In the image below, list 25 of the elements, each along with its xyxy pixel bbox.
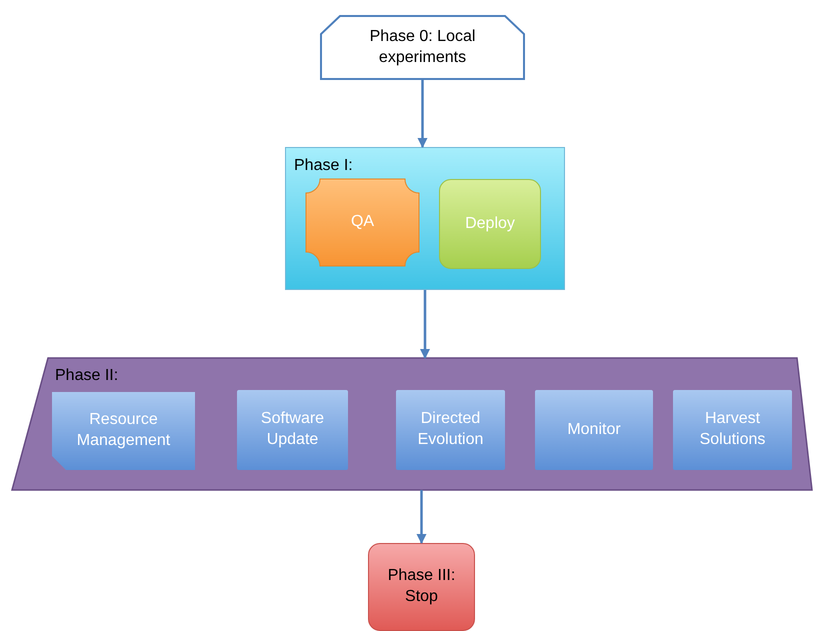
- process-box: [396, 390, 505, 470]
- process-box: [439, 179, 541, 269]
- node-label: QA: [350, 212, 374, 232]
- node-label: Directed Evolution: [416, 409, 484, 450]
- node-label: Deploy: [465, 214, 515, 234]
- node-label: Software Update: [260, 409, 326, 450]
- process-box: [306, 179, 419, 266]
- process-box: [237, 390, 348, 470]
- arrow: [418, 80, 428, 148]
- arrow: [416, 490, 426, 544]
- node-label: Monitor: [567, 420, 621, 440]
- arrow: [420, 290, 430, 359]
- process-box: [52, 392, 195, 470]
- phase-panel: [12, 358, 812, 490]
- start-box: [320, 15, 525, 80]
- node-label: Phase III: Stop: [386, 566, 456, 607]
- node-label: Harvest Solutions: [698, 409, 766, 450]
- phase-heading: Phase I:: [294, 156, 353, 176]
- process-box: [535, 390, 653, 470]
- process-box: [673, 390, 792, 470]
- node-label: Phase 0: Local experiments: [368, 26, 476, 68]
- node-label: Resource Management: [76, 410, 172, 451]
- phase-panel: [285, 147, 565, 290]
- phase-heading: Phase II:: [55, 366, 118, 386]
- end-box: [368, 543, 475, 631]
